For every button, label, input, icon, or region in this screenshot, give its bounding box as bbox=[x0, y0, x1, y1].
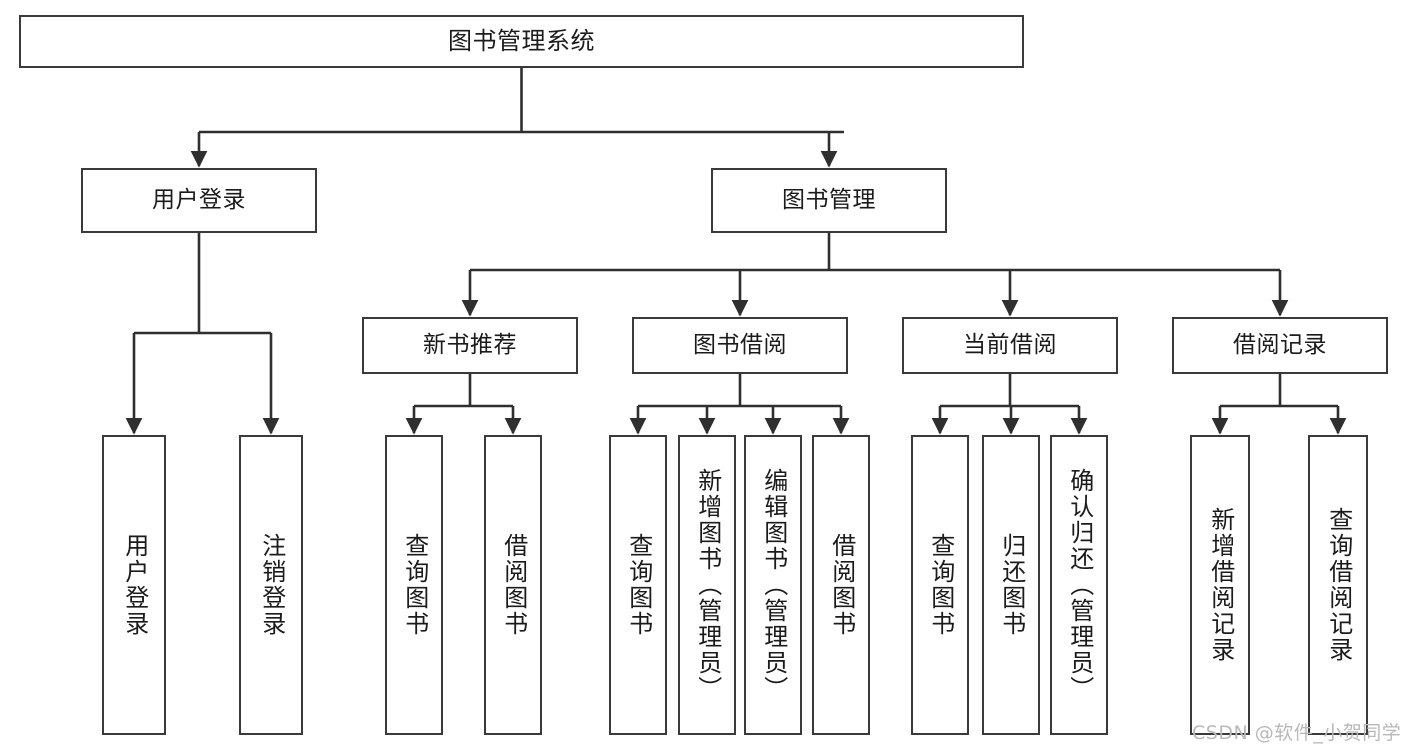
node-leaf-confirm-return[interactable]: 确认归还（管理员） bbox=[1050, 435, 1108, 735]
node-current-borrow[interactable]: 当前借阅 bbox=[902, 317, 1118, 374]
node-book-borrow[interactable]: 图书借阅 bbox=[632, 317, 848, 374]
node-new-book-recommend-label: 新书推荐 bbox=[423, 331, 517, 358]
node-book-manage[interactable]: 图书管理 bbox=[711, 168, 947, 233]
node-root-label: 图书管理系统 bbox=[448, 27, 595, 56]
node-borrow-record-label: 借阅记录 bbox=[1233, 331, 1327, 358]
node-root[interactable]: 图书管理系统 bbox=[19, 15, 1024, 68]
node-leaf-user-logout[interactable]: 注销登录 bbox=[239, 435, 303, 735]
node-leaf-query-book-2[interactable]: 查询图书 bbox=[609, 435, 667, 735]
node-leaf-add-book-label: 新增图书（管理员） bbox=[693, 468, 722, 702]
node-leaf-edit-book[interactable]: 编辑图书（管理员） bbox=[744, 435, 802, 735]
node-leaf-user-login-label: 用户登录 bbox=[120, 533, 149, 637]
node-leaf-borrow-book-2[interactable]: 借阅图书 bbox=[812, 435, 870, 735]
node-leaf-borrow-book-2-label: 借阅图书 bbox=[827, 533, 856, 637]
node-new-book-recommend[interactable]: 新书推荐 bbox=[362, 317, 578, 374]
node-leaf-add-book[interactable]: 新增图书（管理员） bbox=[678, 435, 736, 735]
node-leaf-query-book-1[interactable]: 查询图书 bbox=[385, 435, 443, 735]
node-leaf-return-book-label: 归还图书 bbox=[997, 533, 1026, 637]
node-leaf-edit-book-label: 编辑图书（管理员） bbox=[759, 468, 788, 702]
node-leaf-query-book-3-label: 查询图书 bbox=[926, 533, 955, 637]
node-leaf-add-record[interactable]: 新增借阅记录 bbox=[1190, 435, 1250, 735]
node-leaf-query-record[interactable]: 查询借阅记录 bbox=[1308, 435, 1368, 735]
node-leaf-query-book-1-label: 查询图书 bbox=[400, 533, 429, 637]
node-leaf-query-book-2-label: 查询图书 bbox=[624, 533, 653, 637]
node-current-borrow-label: 当前借阅 bbox=[963, 331, 1057, 358]
node-leaf-borrow-book-1[interactable]: 借阅图书 bbox=[484, 435, 542, 735]
node-leaf-add-record-label: 新增借阅记录 bbox=[1206, 507, 1235, 663]
node-book-manage-label: 图书管理 bbox=[782, 186, 876, 213]
node-leaf-user-login[interactable]: 用户登录 bbox=[102, 435, 166, 735]
node-leaf-confirm-return-label: 确认归还（管理员） bbox=[1065, 468, 1094, 702]
node-borrow-record[interactable]: 借阅记录 bbox=[1172, 317, 1388, 374]
node-user-login-label: 用户登录 bbox=[152, 186, 246, 213]
node-leaf-borrow-book-1-label: 借阅图书 bbox=[499, 533, 528, 637]
node-leaf-query-record-label: 查询借阅记录 bbox=[1324, 507, 1353, 663]
node-leaf-return-book[interactable]: 归还图书 bbox=[982, 435, 1040, 735]
watermark: CSDN @软件_小贺同学 bbox=[1192, 722, 1402, 744]
node-user-login[interactable]: 用户登录 bbox=[81, 168, 317, 233]
node-book-borrow-label: 图书借阅 bbox=[693, 331, 787, 358]
node-leaf-query-book-3[interactable]: 查询图书 bbox=[911, 435, 969, 735]
node-leaf-user-logout-label: 注销登录 bbox=[257, 533, 286, 637]
